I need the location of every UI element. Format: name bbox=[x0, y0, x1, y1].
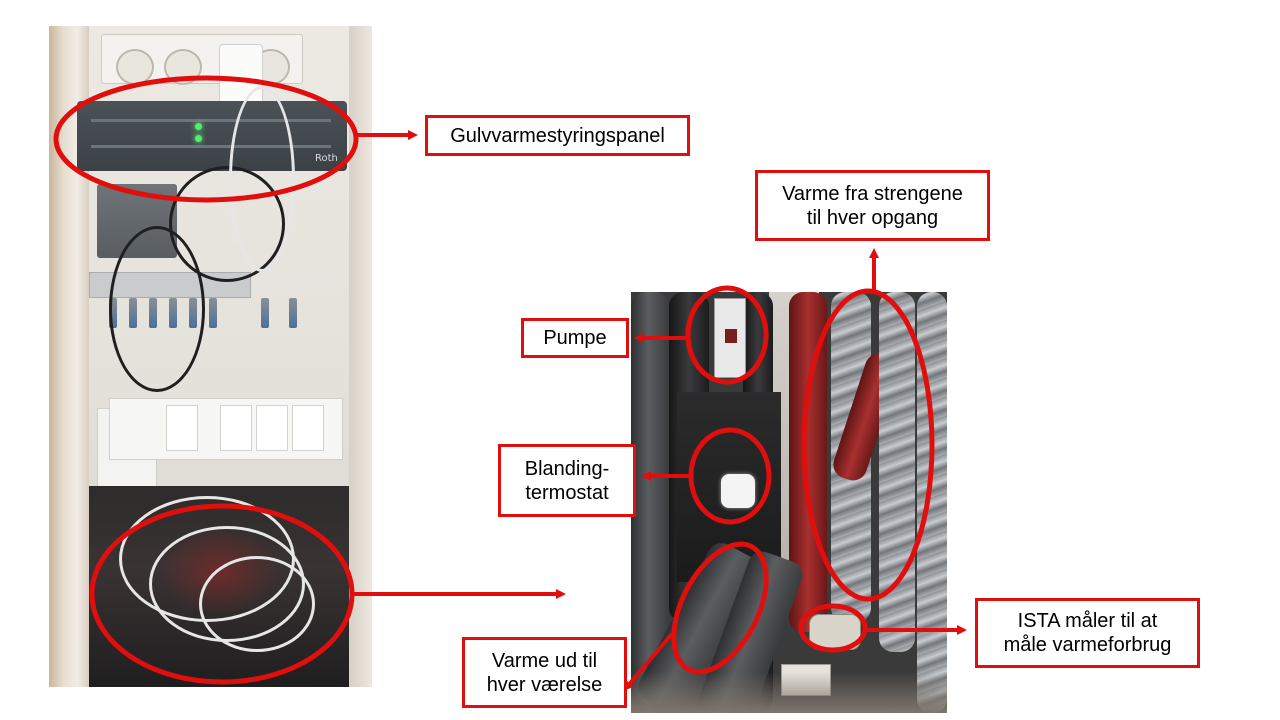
panel-brand-logo: Roth bbox=[315, 153, 338, 164]
power-socket-plate bbox=[101, 34, 303, 85]
panel-strip bbox=[91, 145, 331, 148]
floor-heating-control-panel: Roth bbox=[77, 101, 347, 171]
ista-meter-label: ISTA måler til at måle varmeforbrug bbox=[975, 598, 1200, 668]
panel-strip bbox=[91, 119, 331, 122]
cabinet-photo: Roth bbox=[49, 26, 372, 687]
terminal-cell bbox=[220, 405, 252, 451]
mixing-thermostat-knob bbox=[721, 474, 755, 508]
terminal-block bbox=[109, 398, 343, 460]
terminal-cell bbox=[256, 405, 288, 451]
pump-label bbox=[725, 329, 737, 343]
pump-label: Pumpe bbox=[521, 318, 629, 358]
pump-housing bbox=[714, 298, 746, 378]
door-frame-right bbox=[349, 26, 372, 687]
actuator-valve bbox=[261, 298, 269, 328]
heat-from-risers-label: Varme fra strengene til hver opgang bbox=[755, 170, 990, 241]
mixing-thermostat-label: Blanding- termostat bbox=[498, 444, 636, 517]
heat-to-rooms-label: Varme ud til hver værelse bbox=[462, 637, 627, 708]
floor bbox=[631, 672, 947, 713]
status-led bbox=[195, 123, 202, 130]
silver-insulated-pipe bbox=[917, 292, 947, 713]
pipes-photo bbox=[631, 292, 947, 713]
silver-insulated-pipe bbox=[879, 292, 915, 652]
terminal-cell bbox=[166, 405, 198, 451]
power-socket bbox=[116, 49, 154, 85]
terminal-cell bbox=[292, 405, 324, 451]
black-cable bbox=[109, 226, 205, 392]
power-socket bbox=[164, 49, 202, 85]
white-cable bbox=[229, 86, 295, 272]
white-cable-bundle bbox=[199, 556, 315, 652]
actuator-valve bbox=[289, 298, 297, 328]
actuator-valve bbox=[209, 298, 217, 328]
ista-heat-meter bbox=[809, 614, 861, 650]
status-led bbox=[195, 135, 202, 142]
floor-heating-panel-label: Gulvvarmestyringspanel bbox=[425, 115, 690, 156]
